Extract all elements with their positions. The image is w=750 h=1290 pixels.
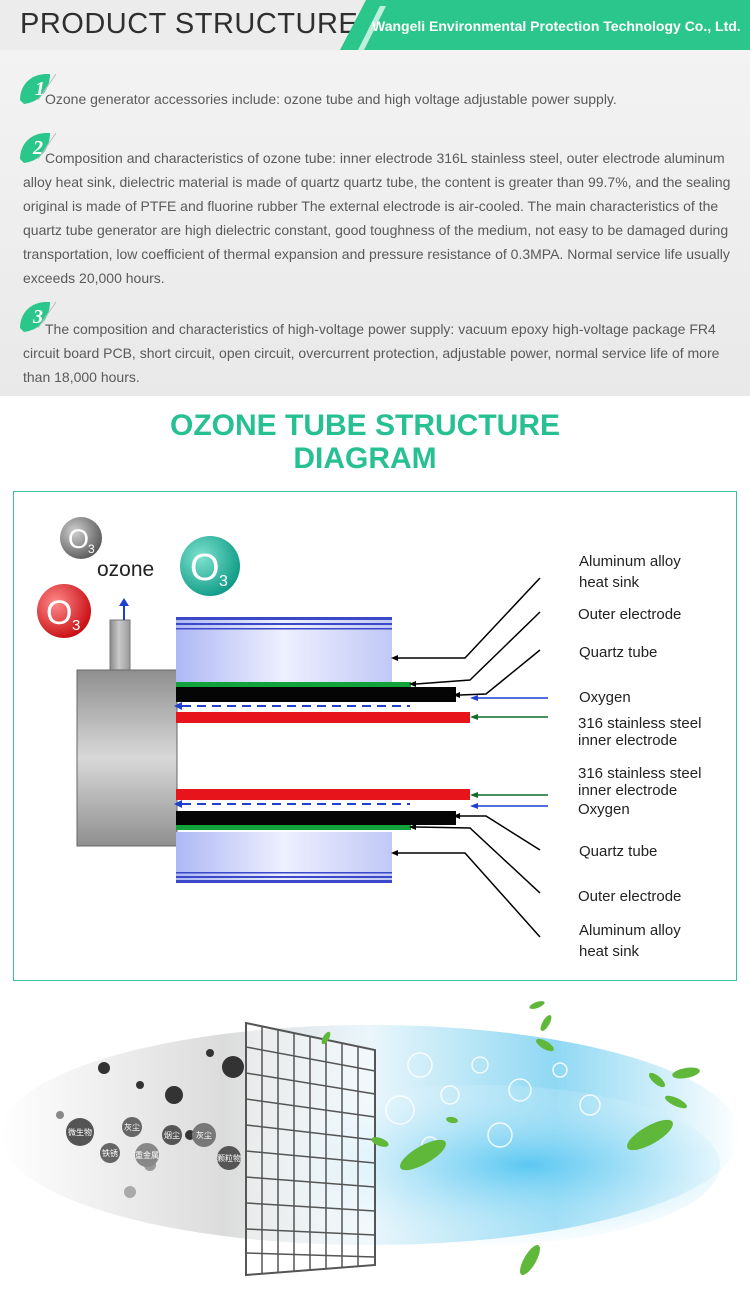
quartz-tube-top [176,687,456,702]
svg-text:灰尘: 灰尘 [196,1130,212,1140]
ozone-label: ozone [97,558,155,581]
tube-drawing: O 3 O 3 O 3 [37,517,548,938]
o3-subscript: 3 [88,542,95,556]
number-3-icon: 3 [20,301,56,332]
badge-number: 2 [32,137,43,159]
company-banner [340,0,750,50]
o3-symbol: O [46,594,72,632]
diagram-title-line1: OZONE TUBE STRUCTURE [170,409,560,442]
outer-electrode-top [176,682,411,687]
label-quartz-tube-top: Quartz tube [579,644,658,661]
outer-electrode-bottom [176,825,411,830]
inner-electrode-bottom [176,789,470,800]
label-oxygen-top: Oxygen [579,689,631,706]
leaf-icons [321,1001,700,1276]
svg-text:铁锈: 铁锈 [102,1148,118,1158]
point-3-text: The composition and characteristics of h… [23,321,720,385]
point-1-text: Ozone generator accessories include: ozo… [45,91,617,107]
company-name: Wangeli Environmental Protection Technol… [372,18,741,34]
o3-teal-icon: O 3 [180,536,240,596]
header-bar: PRODUCT STRUCTURE Wangeli Environmental … [0,0,750,50]
page-title: PRODUCT STRUCTURE [20,8,359,40]
o3-subscript: 3 [72,617,80,634]
air-filter-illustration: 微生物 灰尘 烟尘 灰尘 铁锈 重金属 颗粒物 [0,995,750,1290]
o3-gray-icon: O 3 [60,517,102,559]
diagram-title-line2: DIAGRAM [293,442,437,475]
inner-electrode-top [176,712,470,723]
o3-subscript: 3 [219,573,228,590]
intro-section: 1 Ozone generator accessories include: o… [0,50,750,396]
label-outer-electrode-bottom: Outer electrode [578,888,682,905]
particle-badges: 微生物 灰尘 烟尘 灰尘 铁锈 重金属 颗粒物 [66,1117,241,1170]
svg-text:微生物: 微生物 [68,1127,92,1137]
label-quartz-tube-bottom: Quartz tube [579,843,658,860]
label-oxygen-bottom: Oxygen [578,801,630,818]
clean-air-bubbles [385,1052,601,1154]
number-2-icon: 2 [20,132,56,163]
svg-text:重金属: 重金属 [135,1150,159,1160]
leader-lines-bottom [398,815,541,938]
o3-symbol: O [190,547,220,589]
badge-number: 3 [32,306,43,328]
quartz-tube-bottom [176,811,456,825]
svg-text:灰尘: 灰尘 [124,1122,140,1132]
heat-sink-top [176,617,392,683]
number-1-icon: 1 [20,73,56,104]
outlet-arrow-icon [119,598,129,606]
ozone-outlet-pipe [109,619,131,673]
svg-text:颗粒物: 颗粒物 [217,1153,241,1163]
label-outer-electrode-top: Outer electrode [578,606,682,623]
heat-sink-bottom [176,832,392,883]
end-cap [76,669,178,847]
o3-red-icon: O 3 [37,584,91,638]
leader-lines-top [398,577,541,696]
point-2-text: Composition and characteristics of ozone… [23,150,731,286]
o3-symbol: O [68,524,89,554]
svg-text:烟尘: 烟尘 [164,1130,180,1140]
badge-number: 1 [35,78,45,100]
